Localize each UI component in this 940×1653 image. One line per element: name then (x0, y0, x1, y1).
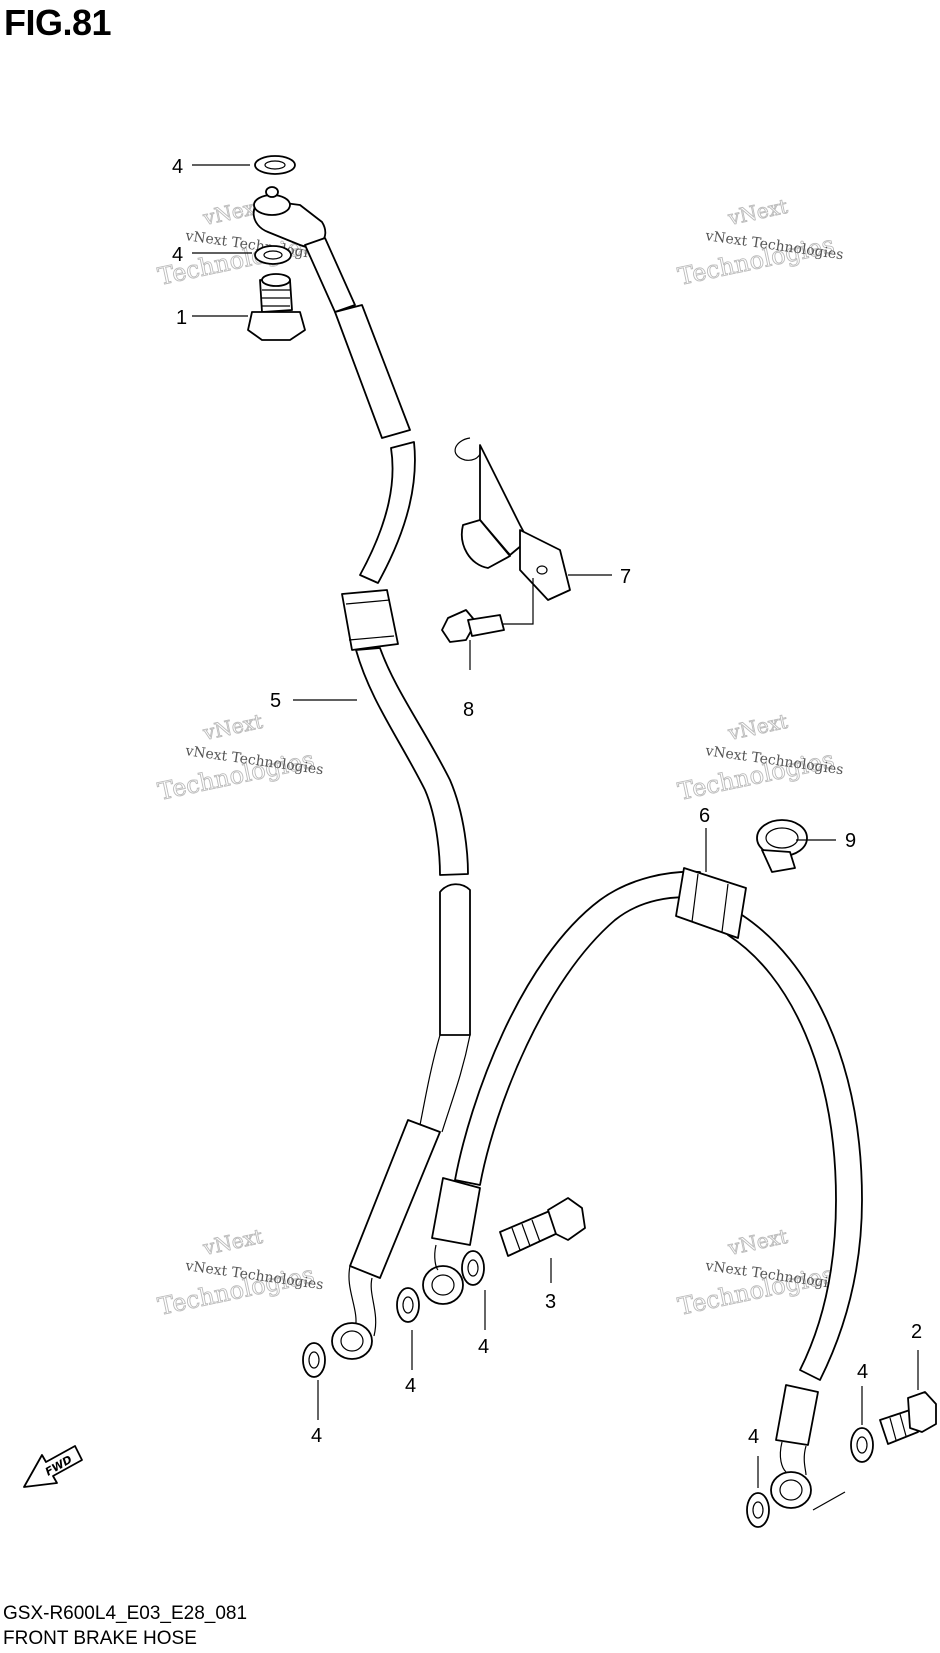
watermark-top-right: vNext Technologies vNext Technologies (675, 194, 844, 292)
figure-title: FIG.81 (4, 2, 112, 43)
fwd-direction-arrow: FWD (23, 1445, 83, 1488)
clamp-part-9 (756, 819, 808, 873)
bolt-part-8 (441, 609, 505, 643)
watermark-mid-left: vNext Technologies vNext Technologies (155, 709, 324, 807)
brake-hose-lower (422, 867, 863, 1509)
union-bolt-part-1 (247, 273, 306, 341)
brake-hose-upper (252, 186, 471, 1360)
bracket-part-7 (454, 437, 571, 601)
watermark-bottom-left: vNext Technologies vNext Technologies (155, 1224, 324, 1322)
callout-4-c: 4 (478, 1336, 489, 1358)
svg-text:vNext: vNext (200, 709, 265, 745)
callout-4-d: 4 (748, 1426, 759, 1448)
callout-2: 2 (911, 1321, 922, 1343)
callout-4-e: 4 (857, 1361, 868, 1383)
callout-4-top: 4 (172, 156, 183, 178)
watermark-mid-right: vNext Technologies vNext Technologies (675, 709, 844, 807)
callout-1: 1 (176, 307, 187, 329)
callout-4-a: 4 (311, 1425, 322, 1447)
union-bolt-part-3 (499, 1197, 586, 1257)
washer-bottom-c (461, 1250, 485, 1286)
callout-3: 3 (545, 1291, 556, 1313)
callout-6: 6 (699, 805, 710, 827)
model-code: GSX-R600L4_E03_E28_081 (3, 1603, 248, 1624)
watermark-bottom-right: vNext Technologies vNext Technologies (675, 1224, 844, 1322)
svg-text:vNext: vNext (725, 1224, 790, 1260)
washer-bottom-d (746, 1492, 770, 1528)
callout-7: 7 (620, 566, 631, 588)
callout-9: 9 (845, 830, 856, 852)
washer-bottom-b (396, 1287, 420, 1323)
svg-text:vNext: vNext (725, 709, 790, 745)
callout-4-b: 4 (405, 1375, 416, 1397)
callout-5: 5 (270, 690, 281, 712)
svg-text:vNext: vNext (725, 194, 790, 230)
union-bolt-part-2 (879, 1391, 937, 1445)
callout-8: 8 (463, 699, 474, 721)
washer-top (254, 155, 296, 175)
diagram-caption: FRONT BRAKE HOSE (3, 1628, 197, 1649)
svg-text:vNext: vNext (200, 1224, 265, 1260)
callout-4-upper: 4 (172, 244, 183, 266)
leader-lines (192, 164, 919, 1511)
washer-bottom-a (302, 1342, 326, 1378)
washer-upper-second (254, 245, 292, 265)
washer-bottom-e (850, 1427, 874, 1463)
